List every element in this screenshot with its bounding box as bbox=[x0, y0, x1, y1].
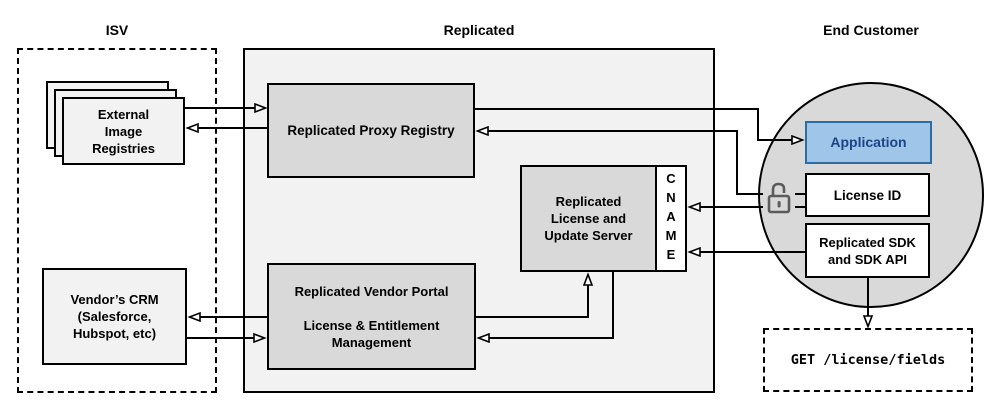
license-update-server-node: Replicated License and Update Server bbox=[520, 165, 657, 272]
cname-node: CNAME bbox=[655, 165, 687, 272]
isv-section-box bbox=[17, 48, 217, 393]
vendor-portal-node: Replicated Vendor Portal License & Entit… bbox=[267, 263, 476, 370]
end-customer-section-label: End Customer bbox=[823, 22, 919, 38]
vendors-crm-node: Vendor’s CRM (Salesforce, Hubspot, etc) bbox=[42, 268, 187, 365]
application-node: Application bbox=[805, 121, 932, 164]
replicated-section-label: Replicated bbox=[443, 22, 515, 38]
proxy-registry-node: Replicated Proxy Registry bbox=[267, 83, 475, 178]
license-id-node: License ID bbox=[805, 173, 930, 217]
replicated-sdk-node: Replicated SDK and SDK API bbox=[805, 223, 930, 278]
get-endpoint-node: GET /license/fields bbox=[763, 328, 973, 392]
isv-section-label: ISV bbox=[105, 22, 129, 38]
external-image-registries-node: External Image Registries bbox=[62, 97, 185, 165]
unlock-icon bbox=[763, 182, 795, 214]
